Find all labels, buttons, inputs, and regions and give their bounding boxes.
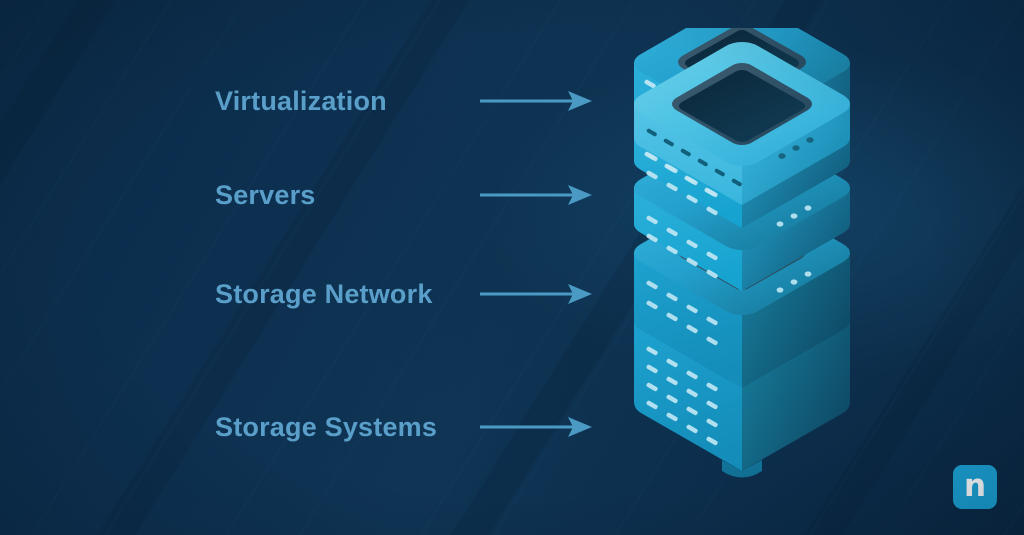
- led-slots-left: [646, 128, 742, 187]
- aperture: [672, 63, 812, 145]
- isometric-server-stack: [612, 1, 872, 518]
- arrow-storage-systems: [480, 407, 595, 447]
- led-dots-right: [778, 137, 814, 159]
- arrow-servers: [480, 175, 595, 215]
- led-dots-right: [776, 271, 812, 293]
- arrow-right-icon: [480, 284, 592, 304]
- label-storage-systems: Storage Systems: [215, 412, 438, 442]
- arrow-right-icon: [480, 417, 592, 437]
- arrow-virtualization: [480, 81, 595, 121]
- label-virtualization: Virtualization: [215, 86, 387, 116]
- ninjaone-logo[interactable]: n: [953, 465, 997, 509]
- arrow-storage-network: [480, 274, 595, 314]
- arrow-right-icon: [480, 91, 592, 111]
- label-servers: Servers: [215, 180, 316, 210]
- led-dashes-left: [646, 215, 718, 279]
- tier-virtualization: [634, 42, 850, 205]
- logo-glyph: n: [963, 467, 987, 504]
- led-dashes-left: [646, 346, 718, 446]
- label-storage-network: Storage Network: [215, 279, 433, 309]
- arrow-right-icon: [480, 185, 592, 205]
- led-dashes-left: [646, 280, 718, 346]
- led-dots-right: [776, 205, 812, 227]
